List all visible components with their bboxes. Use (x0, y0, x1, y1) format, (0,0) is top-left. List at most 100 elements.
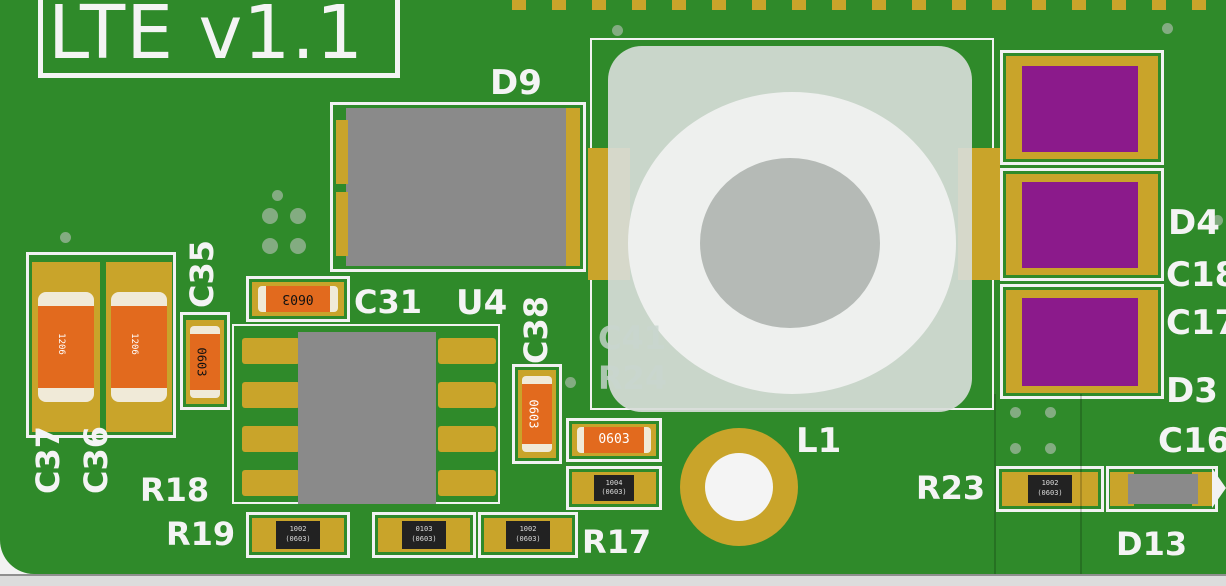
label-u4: U4 (456, 283, 508, 323)
u4-body (298, 332, 436, 504)
label-l1: L1 (796, 421, 842, 461)
via (1010, 407, 1021, 418)
r24-outline (566, 466, 662, 510)
c31-capacitor: 0603 (252, 282, 344, 316)
copper-pour-edge (994, 394, 1082, 574)
r24-resistor: 1004 (0603) (572, 472, 656, 504)
d4-outline (1000, 50, 1164, 165)
r17-resistor: 1002 (0603) (484, 518, 572, 552)
u4-pin (242, 470, 300, 496)
label-d4: D4 (1168, 203, 1220, 243)
label-c18: C18 (1166, 255, 1226, 295)
label-r24: R24 (598, 359, 668, 397)
c38-capacitor: 0603 (518, 370, 556, 458)
c35-outline (180, 312, 230, 410)
u4-pin (438, 426, 496, 452)
r24-marking-size: (0603) (601, 488, 627, 496)
via (1045, 407, 1056, 418)
c18-outline (1000, 168, 1164, 281)
label-c31: C31 (354, 283, 423, 321)
d9-outline (330, 102, 586, 272)
label-c36: C36 (77, 425, 115, 494)
c36-capacitor: 1206 (106, 262, 172, 432)
d13-polarity-mark (1212, 468, 1226, 508)
c31-marking: 0603 (282, 291, 314, 306)
c36-marking: 1206 (128, 333, 139, 355)
via (1212, 215, 1223, 226)
via (262, 238, 278, 254)
u4-pin (438, 470, 496, 496)
r19-outline (246, 512, 350, 558)
via (262, 208, 278, 224)
c38-outline (512, 364, 562, 464)
u4-pin (242, 338, 300, 364)
c35-marking: 0603 (194, 347, 209, 377)
label-r17: R17 (582, 523, 652, 561)
resistor-mid-outline (372, 512, 476, 558)
l1-core (700, 158, 880, 328)
resistor-mid-marking-size: (0603) (411, 535, 437, 543)
u4-pin (242, 382, 300, 408)
d3-outline (1000, 284, 1164, 399)
via (565, 377, 576, 388)
r23-marking-size: (0603) (1037, 489, 1063, 497)
via (60, 232, 71, 243)
c38-marking: 0603 (526, 399, 541, 429)
header-pin-row (512, 0, 1226, 12)
label-r23: R23 (916, 469, 986, 507)
label-c37: C37 (29, 425, 67, 494)
c41-outline (566, 418, 662, 462)
r17-marking-value: 1002 (519, 525, 537, 533)
r23-resistor: 1002 (0603) (1002, 472, 1098, 506)
via (612, 25, 623, 36)
label-c35: C35 (183, 239, 221, 308)
label-d3: D3 (1166, 371, 1218, 411)
d4-body (1022, 66, 1138, 152)
mounting-hole-drill (705, 453, 773, 521)
pcb-board: LTE v1.1 D9 L1 D4 C18 C17 D3 C16 (0, 0, 1226, 574)
r17-outline (478, 512, 578, 558)
c37-capacitor: 1206 (32, 262, 100, 432)
label-d9: D9 (490, 63, 542, 103)
u4-pin (438, 338, 496, 364)
d9-body (346, 108, 568, 266)
c37-marking: 1206 (55, 333, 66, 355)
label-d13: D13 (1116, 525, 1188, 563)
d13-body (1128, 474, 1198, 504)
c41-capacitor: 0603 (572, 424, 656, 456)
label-c38: C38 (517, 295, 555, 364)
via (1010, 443, 1021, 454)
u4-pin (438, 382, 496, 408)
resistor-mid: 0103 (0603) (378, 518, 470, 552)
d9-pad (336, 120, 348, 184)
via (272, 190, 283, 201)
r19-marking-size: (0603) (285, 535, 311, 543)
r19-marking-value: 1002 (289, 525, 307, 533)
r19-resistor: 1002 (0603) (252, 518, 344, 552)
d3-body (1022, 298, 1138, 386)
d9-pad (336, 192, 348, 256)
c35-capacitor: 0603 (186, 320, 224, 404)
label-r18: R18 (140, 471, 210, 509)
via (290, 238, 306, 254)
r24-marking-value: 1004 (605, 479, 623, 487)
board-title-box: LTE v1.1 (38, 0, 400, 78)
label-c16: C16 (1158, 421, 1226, 461)
c41-marking: 0603 (598, 432, 630, 447)
via (290, 208, 306, 224)
resistor-mid-marking-value: 0103 (415, 525, 433, 533)
board-edge-strip (0, 574, 1226, 586)
r23-marking-value: 1002 (1041, 479, 1059, 487)
c37-outline (26, 252, 176, 438)
r17-marking-size: (0603) (515, 535, 541, 543)
r23-outline (996, 466, 1104, 512)
label-r19: R19 (166, 515, 236, 553)
via (1045, 443, 1056, 454)
c18-body (1022, 182, 1138, 268)
d9-pad (566, 108, 580, 266)
label-c41: C41 (598, 319, 667, 357)
label-c17: C17 (1166, 303, 1226, 343)
u4-pin (242, 426, 300, 452)
board-title: LTE v1.1 (48, 0, 364, 76)
c31-outline (246, 276, 350, 322)
